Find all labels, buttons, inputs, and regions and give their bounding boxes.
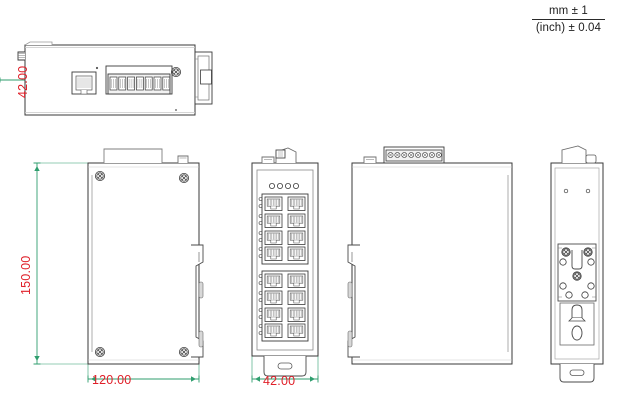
dimension-label-body-depth: 120.00 [92,373,132,387]
tolerance-note: mm ± 1 (inch) ± 0.04 [531,4,605,36]
dimension-150 [33,162,88,365]
view-side-right [347,146,513,365]
side-left-body [87,162,200,365]
dimension-label-body-width: 42.00 [263,374,296,388]
view-front [251,147,319,383]
dimension-120 [87,364,200,383]
side-right-body [351,162,513,365]
rear-view-lower-bracket [559,302,595,346]
rear-view-foot-slot [569,369,585,376]
dimension-label-height-top-view: 42.00 [16,65,30,98]
top-view-terminal-block [105,65,173,95]
side-right-terminal-block [383,146,445,164]
side-left-din-clip [191,244,204,358]
top-view-grounding-screw [170,67,181,78]
top-view-status-led [95,66,99,70]
dimension-42-front [251,356,319,383]
rear-view-hole-right [585,188,591,194]
front-view-led-row [268,182,299,189]
tolerance-note-inch: (inch) ± 0.04 [535,22,601,35]
front-view-port-group-lower [258,270,309,342]
view-side-left [33,148,204,383]
side-left-corner-screws [95,170,189,357]
top-view-marker-dot [175,109,177,111]
side-right-din-clip [347,244,360,358]
top-view-din-clip [194,51,213,105]
rear-view-mounting-holes [559,258,595,299]
rear-view-bracket-plate [557,243,597,302]
front-view-din-foot [263,356,307,377]
dimension-label-body-height: 150.00 [19,255,33,295]
top-view-rj45-console-port [71,71,97,95]
view-top [0,41,213,116]
rear-view-hole-left [563,188,569,194]
tolerance-note-mm: mm ± 1 [531,4,605,21]
view-rear [550,145,604,383]
front-view-port-group-upper [258,193,309,265]
side-left-terminal-cover [103,148,163,163]
